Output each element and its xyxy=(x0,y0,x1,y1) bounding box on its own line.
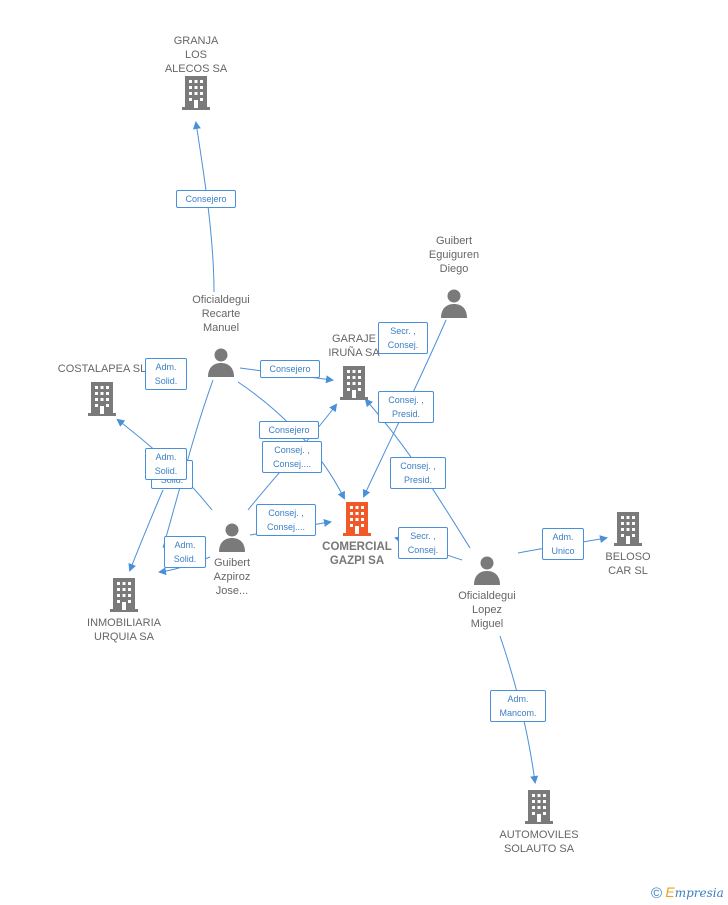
edge-recarte-costalapea xyxy=(162,379,214,549)
node-label: GRANJA LOS ALECOS SA xyxy=(164,35,228,75)
node-guibert-azpiroz[interactable]: Guibert Azpiroz Jose... xyxy=(192,522,272,598)
edge-recarte-granja xyxy=(192,121,215,293)
relation-label[interactable]: Secr. , Consej. xyxy=(378,322,428,354)
node-garaje[interactable]: GARAJE IRUÑA SA xyxy=(314,332,394,400)
node-comercial-gazpi[interactable]: COMERCIAL GAZPI SA xyxy=(312,502,402,568)
node-oficialdegui-recarte[interactable]: Oficialdegui Recarte Manuel xyxy=(176,293,266,377)
person-icon xyxy=(474,556,500,585)
node-label: Oficialdegui Lopez Miguel xyxy=(458,590,516,630)
node-label: AUTOMOVILES SOLAUTO SA xyxy=(499,829,579,855)
building-icon xyxy=(343,502,371,536)
node-inmobiliaria[interactable]: INMOBILIARIA URQUIA SA xyxy=(72,578,176,644)
edge-recarte-inmobiliaria xyxy=(128,489,164,572)
node-label: COMERCIAL GAZPI SA xyxy=(322,541,392,567)
node-guibert-eguiguren[interactable]: Guibert Eguiguren Diego xyxy=(414,234,494,318)
building-icon xyxy=(340,366,368,400)
node-beloso[interactable]: BELOSO CAR SL xyxy=(596,512,660,578)
building-icon xyxy=(525,790,553,824)
node-label: BELOSO CAR SL xyxy=(605,551,651,577)
node-label: INMOBILIARIA URQUIA SA xyxy=(87,617,161,643)
relation-label[interactable]: Adm. Solid. xyxy=(145,448,187,480)
node-label: COSTALAPEA SL xyxy=(57,363,147,375)
node-label: Guibert Eguiguren Diego xyxy=(428,235,480,275)
relation-label[interactable]: Consej. , Presid. xyxy=(390,457,446,489)
building-icon xyxy=(614,512,642,546)
relation-label[interactable]: Adm. Unico xyxy=(542,528,584,560)
person-icon xyxy=(441,289,467,318)
relation-label[interactable]: Consej. , Consej.... xyxy=(256,504,316,536)
relation-label[interactable]: Consej. , Presid. xyxy=(378,391,434,423)
building-icon xyxy=(110,578,138,612)
node-automoviles[interactable]: AUTOMOVILES SOLAUTO SA xyxy=(486,790,592,856)
building-icon xyxy=(182,76,210,110)
node-label: Oficialdegui Recarte Manuel xyxy=(192,294,250,334)
person-icon xyxy=(219,523,245,552)
building-icon xyxy=(88,382,116,416)
relation-label[interactable]: Adm. Solid. xyxy=(164,536,206,568)
person-icon xyxy=(208,348,234,377)
node-oficialdegui-lopez[interactable]: Oficialdegui Lopez Miguel xyxy=(442,555,532,631)
relation-label[interactable]: Adm. Solid. xyxy=(145,358,187,390)
relation-label[interactable]: Consejero xyxy=(176,190,236,208)
node-label: Guibert Azpiroz Jose... xyxy=(213,557,251,597)
node-granja[interactable]: GRANJA LOS ALECOS SA xyxy=(156,34,236,110)
node-label: GARAJE IRUÑA SA xyxy=(328,333,380,359)
relation-label[interactable]: Consejero xyxy=(260,360,320,378)
node-costalapea[interactable]: COSTALAPEA SL xyxy=(52,362,152,416)
relation-label[interactable]: Consejero xyxy=(259,421,319,439)
relation-label[interactable]: Secr. , Consej. xyxy=(398,527,448,559)
relation-label[interactable]: Adm. Mancom. xyxy=(490,690,546,722)
empresia-logo: © Empresia xyxy=(651,884,724,902)
relation-label[interactable]: Consej. , Consej.... xyxy=(262,441,322,473)
